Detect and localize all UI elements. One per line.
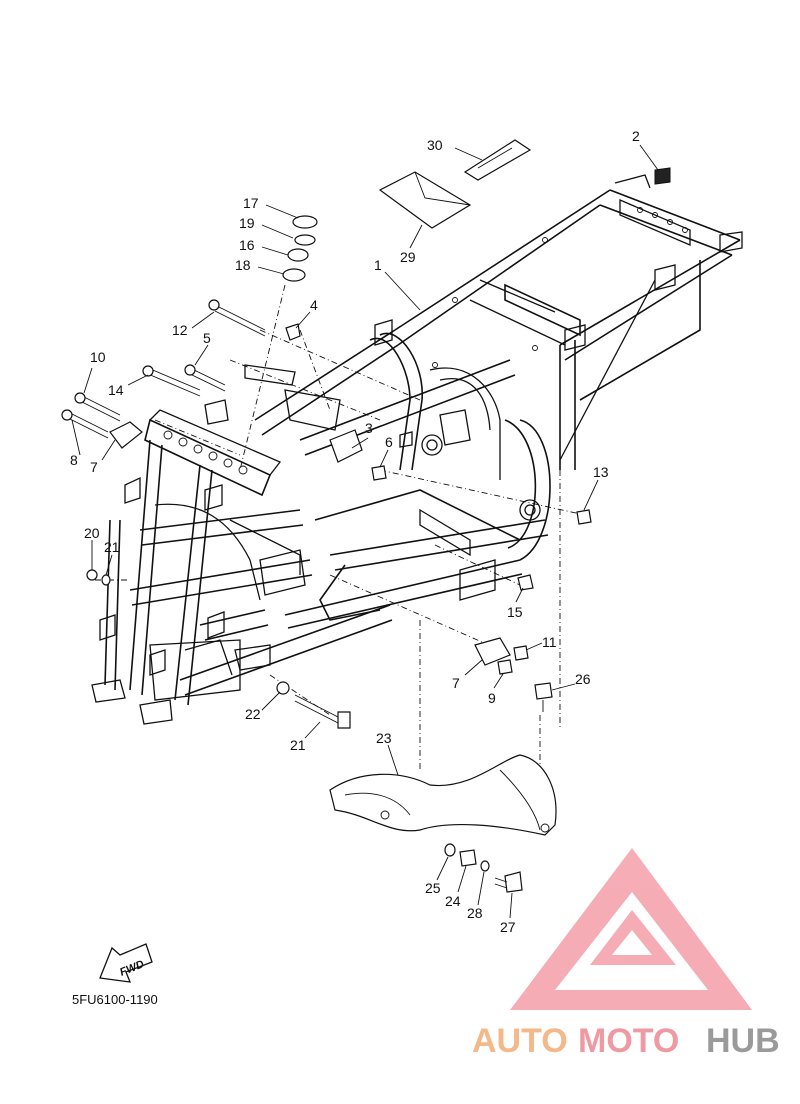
watermark-part-moto: MOTO bbox=[578, 1022, 679, 1060]
assembly-lines bbox=[95, 284, 586, 820]
callout-30: 30 bbox=[427, 137, 443, 153]
watermark-part-hub: HUB bbox=[706, 1022, 780, 1060]
loose-parts bbox=[61, 139, 671, 893]
diagram-code: 5FU6100-1190 bbox=[72, 992, 158, 1007]
watermark-text: AUTO MOTO HUB bbox=[472, 1022, 780, 1060]
callout-18: 18 bbox=[235, 257, 251, 273]
callout-21: 20 bbox=[84, 525, 100, 541]
callout-22b: 22 bbox=[245, 706, 261, 722]
callout-19: 19 bbox=[239, 215, 255, 231]
callout-2: 2 bbox=[632, 128, 640, 144]
callout-11: 11 bbox=[542, 634, 557, 650]
callout-22: 21 bbox=[104, 539, 120, 555]
callout-27: 28 bbox=[467, 905, 483, 921]
callout-28: 26 bbox=[575, 671, 591, 687]
callout-7: 7 bbox=[90, 459, 98, 475]
watermark-logo bbox=[510, 848, 752, 1010]
callout-4: 4 bbox=[310, 297, 318, 313]
callout-1: 1 bbox=[374, 257, 382, 273]
watermark-part-auto: AUTO bbox=[472, 1022, 568, 1060]
callout-20: 21 bbox=[290, 737, 306, 753]
fwd-label: FWD bbox=[118, 958, 146, 979]
callout-15: 15 bbox=[507, 604, 523, 620]
callout-14: 14 bbox=[108, 382, 124, 398]
callout-25: 25 bbox=[425, 880, 441, 896]
callout-13: 13 bbox=[593, 464, 609, 480]
callout-6: 6 bbox=[385, 434, 393, 450]
main-frame bbox=[91, 174, 743, 725]
callout-3: 3 bbox=[365, 420, 373, 436]
callout-23: 23 bbox=[376, 730, 392, 746]
callout-9: 9 bbox=[488, 690, 496, 706]
callout-leaders bbox=[71, 144, 659, 919]
callout-8: 8 bbox=[70, 452, 78, 468]
callout-5: 5 bbox=[203, 330, 211, 346]
callout-17: 17 bbox=[243, 195, 259, 211]
fwd-arrow-icon: FWD bbox=[99, 943, 153, 983]
callout-7b: 7 bbox=[452, 675, 460, 691]
callout-numbers: 30 2 29 1 17 19 16 18 4 12 5 10 14 8 7 3… bbox=[70, 128, 640, 935]
callout-24: 24 bbox=[445, 893, 461, 909]
callout-10: 10 bbox=[90, 349, 106, 365]
callout-29: 29 bbox=[400, 249, 416, 265]
callout-12: 12 bbox=[172, 322, 188, 338]
callout-16: 16 bbox=[239, 237, 255, 253]
callout-26: 27 bbox=[500, 919, 516, 935]
